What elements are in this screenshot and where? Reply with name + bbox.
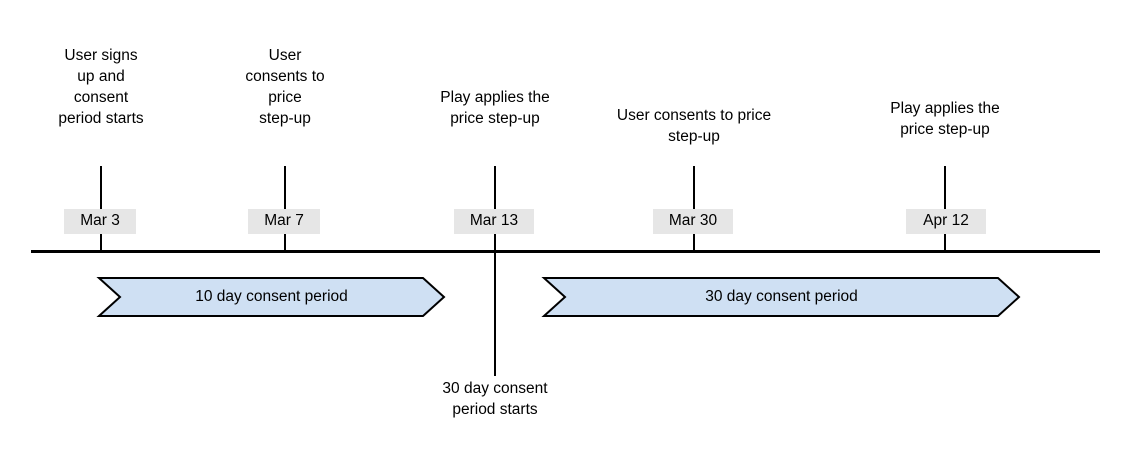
tick-lower-mar-3 <box>100 234 102 252</box>
tick-lower-mar-7 <box>284 234 286 252</box>
below-annotation-30-day-start: 30 day consent period starts <box>442 380 548 418</box>
event-caption-apr-12: Play applies the price step-up <box>890 100 1000 138</box>
date-chip-mar-30: Mar 30 <box>653 209 733 234</box>
tick-lower-mar-13 <box>494 234 496 376</box>
consent-band-30-day: 30 day consent period <box>543 277 1020 317</box>
tick-upper-apr-12 <box>944 166 946 210</box>
chevron-shape-icon <box>98 277 445 317</box>
tick-upper-mar-7 <box>284 166 286 210</box>
date-chip-apr-12: Apr 12 <box>906 209 986 234</box>
event-caption-mar-30: User consents to price step-up <box>616 107 772 145</box>
date-chip-mar-3: Mar 3 <box>64 209 136 234</box>
event-caption-mar-13: Play applies the price step-up <box>440 89 550 127</box>
event-caption-mar-7: User consents to price step-up <box>245 47 325 127</box>
date-chip-mar-7: Mar 7 <box>248 209 320 234</box>
tick-lower-apr-12 <box>944 234 946 252</box>
consent-band-10-day: 10 day consent period <box>98 277 445 317</box>
date-chip-mar-13: Mar 13 <box>454 209 534 234</box>
tick-upper-mar-13 <box>494 166 496 210</box>
timeline-axis <box>31 250 1100 253</box>
event-caption-mar-3: User signs up and consent period starts <box>58 47 144 127</box>
tick-upper-mar-3 <box>100 166 102 210</box>
chevron-shape-icon <box>543 277 1020 317</box>
tick-lower-mar-30 <box>693 234 695 252</box>
tick-upper-mar-30 <box>693 166 695 210</box>
